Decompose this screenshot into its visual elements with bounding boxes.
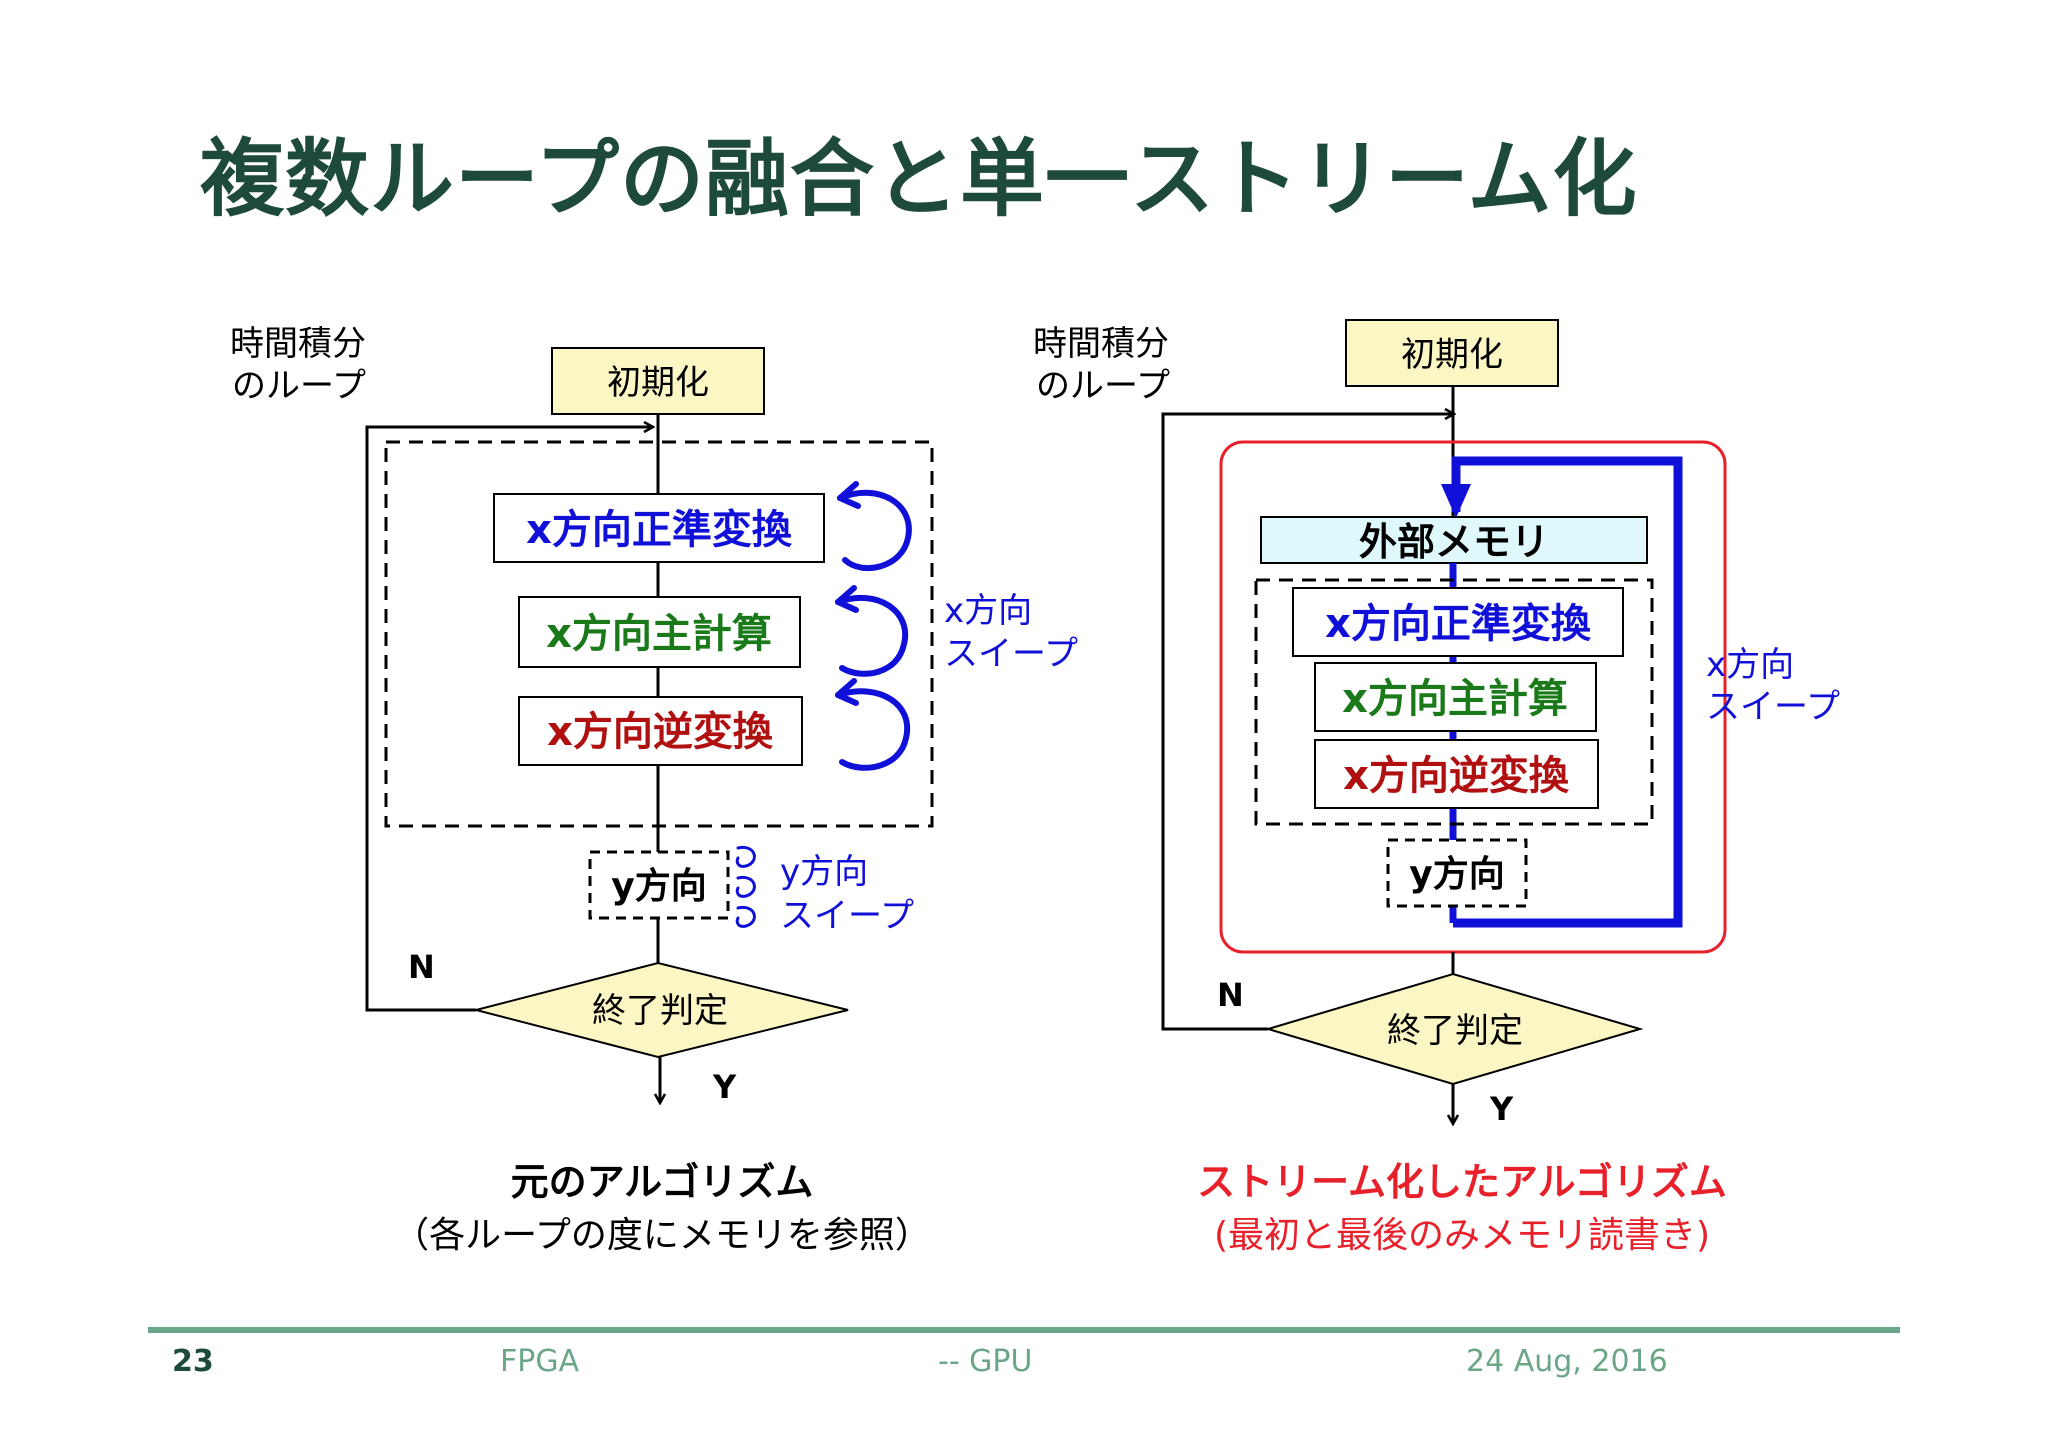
- small-loop-arrow-icon: [735, 845, 756, 928]
- right-decision: [1264, 972, 1644, 1086]
- left-loop-label-1: 時間積分: [230, 324, 366, 364]
- left-y-box-label: y方向: [611, 866, 706, 907]
- left-dashed-group: [384, 440, 934, 828]
- left-loop-label-2: のループ: [232, 366, 366, 406]
- left-sweep-y-1: y方向: [780, 852, 868, 892]
- left-box-2-label: x方向主計算: [546, 611, 772, 657]
- left-caption-2: （各ループの度にメモリを参照）: [393, 1215, 931, 1256]
- footer-date: 24 Aug, 2016: [1466, 1344, 1668, 1379]
- left-init-label: 初期化: [607, 363, 709, 403]
- right-caption-2: (最初と最後のみメモリ読書き): [1214, 1215, 1710, 1256]
- right-y-box-label: y方向: [1409, 854, 1504, 895]
- external-memory-box: [1260, 516, 1648, 564]
- left-y-box: [588, 850, 730, 920]
- left-yes-label: Y: [712, 1068, 737, 1106]
- left-init-box: [551, 347, 765, 415]
- right-diagram: 時間積分 のループ 初期化 外部メモリ x方向正準変換 x方向主計算 x方向逆変…: [1033, 319, 1840, 1256]
- right-init-label: 初期化: [1401, 335, 1503, 375]
- external-memory-label: 外部メモリ: [1359, 520, 1549, 564]
- right-box-2: [1314, 662, 1597, 732]
- right-box-2-label: x方向主計算: [1342, 676, 1568, 722]
- left-diagram: 時間積分 のループ 初期化 x方向正準変換 x方向主計算 x方向逆変換: [230, 324, 1078, 1256]
- left-decision-label: 終了判定: [592, 991, 728, 1031]
- arrowhead-icon: [1441, 484, 1471, 518]
- footer-divider: [148, 1327, 1900, 1333]
- right-caption-1: ストリーム化したアルゴリズム: [1197, 1160, 1727, 1204]
- right-sweep-x-2: スイープ: [1706, 687, 1840, 727]
- right-init-box: [1345, 319, 1559, 387]
- left-no-label: N: [408, 948, 435, 986]
- right-loop-line: [1161, 414, 1454, 1031]
- page-number: 23: [172, 1344, 214, 1379]
- right-box-1: [1292, 587, 1624, 657]
- left-box-3: [518, 696, 803, 766]
- right-box-1-label: x方向正準変換: [1325, 601, 1592, 647]
- left-caption-1: 元のアルゴリズム: [511, 1160, 814, 1204]
- footer-center-text: -- GPU: [938, 1344, 1033, 1379]
- right-sweep-x-1: x方向: [1706, 645, 1794, 685]
- right-no-label: N: [1217, 976, 1244, 1014]
- right-dashed-group: [1254, 578, 1654, 826]
- left-box-3-label: x方向逆変換: [547, 709, 774, 755]
- slide-title: 複数ループの融合と単一ストリーム化: [200, 130, 1638, 228]
- right-box-3: [1314, 739, 1599, 809]
- right-yes-label: Y: [1489, 1090, 1514, 1128]
- right-box-3-label: x方向逆変換: [1343, 753, 1570, 799]
- left-decision: [472, 961, 849, 1059]
- right-decision-label: 終了判定: [1387, 1011, 1523, 1051]
- loop-arrow-icon: [835, 678, 911, 771]
- stream-path: [1451, 456, 1683, 928]
- right-loop-label-2: のループ: [1036, 366, 1170, 406]
- left-box-2: [518, 596, 801, 668]
- left-loop-line: [365, 427, 653, 1012]
- left-box-1: [493, 493, 825, 563]
- left-box-1-label: x方向正準変換: [526, 507, 793, 553]
- right-loop-label-1: 時間積分: [1033, 324, 1169, 364]
- loop-arrow-icon: [835, 585, 909, 677]
- loop-arrow-icon: [837, 481, 912, 571]
- stream-outline: [1219, 440, 1727, 954]
- right-y-box: [1386, 838, 1528, 908]
- left-sweep-x-1: x方向: [944, 591, 1032, 631]
- footer-left-text: FPGA: [500, 1344, 580, 1379]
- left-sweep-y-2: スイープ: [780, 896, 914, 936]
- left-sweep-x-2: スイープ: [944, 634, 1078, 674]
